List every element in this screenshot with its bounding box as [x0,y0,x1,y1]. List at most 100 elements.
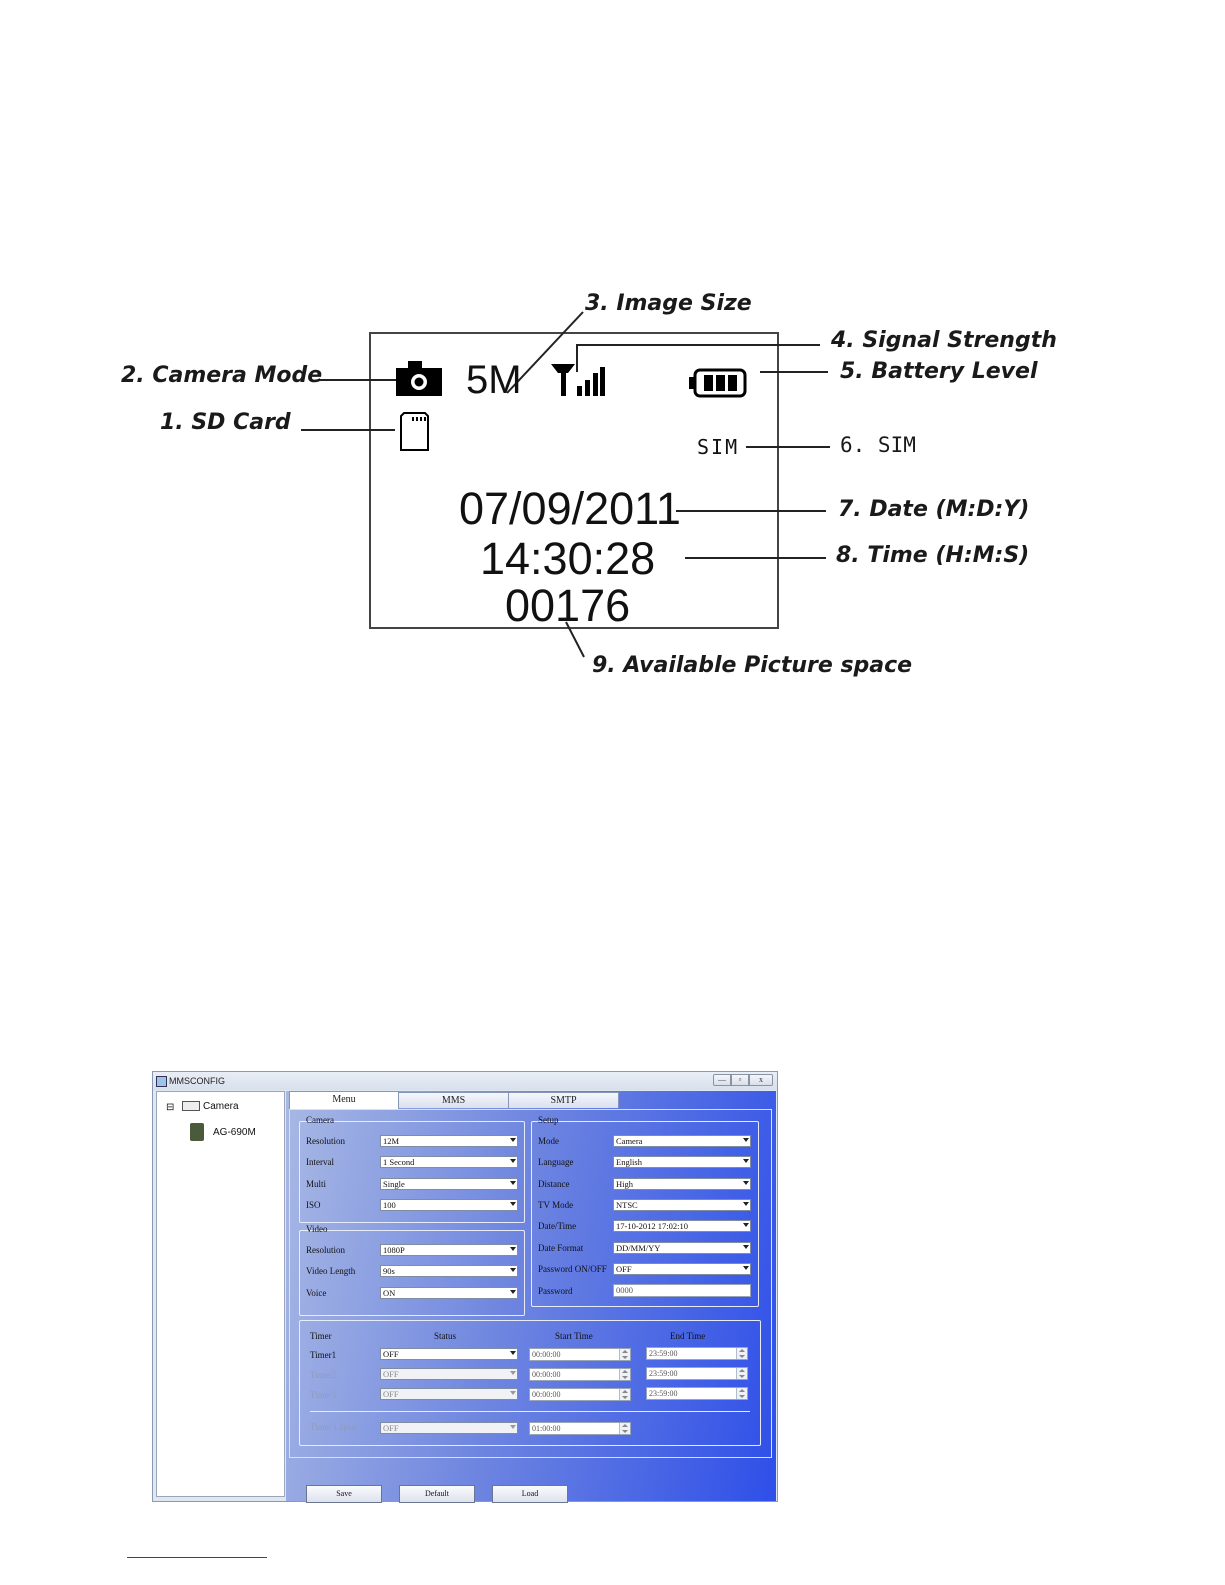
timer3-status-value: OFF [383,1389,399,1399]
tree-item-device[interactable]: AG-690M [213,1127,256,1138]
timer-lapse-label: Timer Lapse [310,1422,356,1432]
spin-buttons-icon[interactable] [736,1348,747,1359]
spin-buttons-icon[interactable] [619,1349,630,1360]
lcd-diagram: 3. Image Size 4. Signal Strength 2. Came… [0,0,1225,720]
tv-mode-select[interactable]: NTSC [613,1199,751,1211]
title-bar[interactable]: MMSCONFIG — ▫ x [153,1072,777,1090]
callout-sim: 6. SIM [840,433,916,457]
window-title: MMSCONFIG [169,1076,225,1086]
date-time-label: Date/Time [538,1221,577,1231]
video-resolution-value: 1080P [383,1245,405,1255]
spin-buttons-icon[interactable] [736,1388,747,1399]
dropdown-arrow-icon [510,1290,516,1294]
iso-select[interactable]: 100 [380,1199,518,1211]
timer1-start-value: 00:00:00 [532,1350,561,1359]
battery-icon [689,368,747,398]
timer3-start-value: 00:00:00 [532,1390,561,1399]
timer3-end-value: 23:59:00 [649,1389,678,1398]
spin-buttons-icon[interactable] [619,1423,630,1434]
video-resolution-select[interactable]: 1080P [380,1244,518,1256]
interval-value: 1 Second [383,1157,415,1167]
distance-label: Distance [538,1179,570,1189]
footer-link-underline [127,1557,267,1558]
tab-menu[interactable]: Menu [289,1091,399,1109]
camera-resolution-select[interactable]: 12M [380,1135,518,1147]
distance-select[interactable]: High [613,1178,751,1190]
dropdown-arrow-icon [510,1371,516,1375]
iso-label: ISO [306,1200,321,1210]
multi-select[interactable]: Single [380,1178,518,1190]
status-header: Status [434,1331,457,1341]
timer-lapse-status-select[interactable]: OFF [380,1422,518,1434]
setup-group: Setup Mode Camera Language English Dista… [531,1115,759,1307]
close-button[interactable]: x [749,1074,773,1086]
end-time-header: End Time [670,1331,706,1341]
timer3-status-select[interactable]: OFF [380,1388,518,1400]
timer-lapse-status-value: OFF [383,1423,399,1433]
callout-sd-card: 1. SD Card [160,410,291,435]
load-button[interactable]: Load [492,1485,568,1503]
interval-select[interactable]: 1 Second [380,1156,518,1168]
password-toggle-select[interactable]: OFF [613,1263,751,1275]
timer2-status-select[interactable]: OFF [380,1368,518,1380]
spin-buttons-icon[interactable] [736,1368,747,1379]
video-length-label: Video Length [306,1266,356,1276]
timer3-start-time[interactable]: 00:00:00 [529,1388,631,1401]
sd-card-icon [400,412,429,451]
leader-signal [576,344,820,372]
callout-image-size: 3. Image Size [585,291,752,316]
camera-resolution-label: Resolution [306,1136,346,1146]
date-time-select[interactable]: 17-10-2012 17:02:10 [613,1220,751,1232]
password-toggle-value: OFF [616,1264,632,1274]
language-select[interactable]: English [613,1156,751,1168]
tab-mms[interactable]: MMS [398,1092,509,1108]
tab-smtp[interactable]: SMTP [508,1092,619,1108]
mode-select[interactable]: Camera [613,1135,751,1147]
start-time-header: Start Time [555,1331,593,1341]
video-length-select[interactable]: 90s [380,1265,518,1277]
timer1-end-value: 23:59:00 [649,1349,678,1358]
timer2-start-value: 00:00:00 [532,1370,561,1379]
lcd-time: 14:30:28 [480,533,656,584]
dropdown-arrow-icon [743,1138,749,1142]
dropdown-arrow-icon [743,1245,749,1249]
callout-camera-mode: 2. Camera Mode [121,363,323,388]
dropdown-arrow-icon [743,1202,749,1206]
camera-folder-icon [182,1101,200,1111]
maximize-button[interactable]: ▫ [731,1074,749,1086]
tree-collapse-toggle[interactable]: ⊟ [166,1102,175,1113]
date-format-select[interactable]: DD/MM/YY [613,1242,751,1254]
video-resolution-label: Resolution [306,1245,346,1255]
save-button[interactable]: Save [306,1485,382,1503]
language-label: Language [538,1157,574,1167]
dropdown-arrow-icon [743,1181,749,1185]
diagram-lines [301,311,830,658]
timer1-status-value: OFF [383,1349,399,1359]
timer2-end-time[interactable]: 23:59:00 [646,1367,748,1380]
dropdown-arrow-icon [510,1351,516,1355]
timer1-start-time[interactable]: 00:00:00 [529,1348,631,1361]
timer2-start-time[interactable]: 00:00:00 [529,1368,631,1381]
tree-item-camera[interactable]: Camera [203,1101,239,1112]
spin-buttons-icon[interactable] [619,1389,630,1400]
menu-tab-panel: Camera Resolution 12M Interval 1 Second … [289,1109,772,1458]
timer-lapse-time[interactable]: 01:00:00 [529,1422,631,1435]
timer1-status-select[interactable]: OFF [380,1348,518,1360]
callout-time: 8. Time (H:M:S) [836,543,1030,568]
lcd-sim-label: SIM [697,435,740,459]
default-button[interactable]: Default [399,1485,475,1503]
device-icon [190,1123,204,1141]
voice-label: Voice [306,1288,327,1298]
voice-value: ON [383,1288,396,1298]
timer1-end-time[interactable]: 23:59:00 [646,1347,748,1360]
callout-signal-strength: 4. Signal Strength [831,328,1057,353]
voice-select[interactable]: ON [380,1287,518,1299]
minimize-button[interactable]: — [713,1074,731,1086]
language-value: English [616,1157,642,1167]
spin-buttons-icon[interactable] [619,1369,630,1380]
callout-picture-space: 9. Available Picture space [592,653,913,678]
date-time-value: 17-10-2012 17:02:10 [616,1221,689,1231]
password-field[interactable]: 0000 [613,1284,751,1297]
timer3-end-time[interactable]: 23:59:00 [646,1387,748,1400]
dropdown-arrow-icon [743,1266,749,1270]
